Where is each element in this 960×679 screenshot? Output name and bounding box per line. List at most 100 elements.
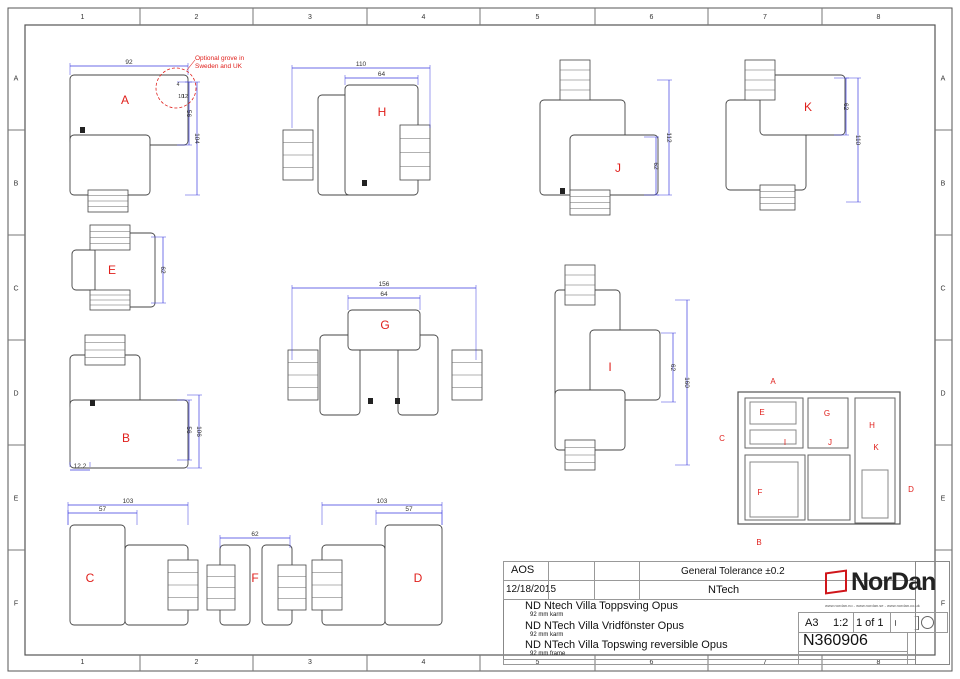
dimension-value: 110 xyxy=(356,61,367,68)
key-plan-sash xyxy=(744,454,806,521)
profile-outline xyxy=(589,329,661,401)
section-label: C xyxy=(86,571,95,585)
key-plan-label: K xyxy=(873,443,879,452)
dimension-value: 64 xyxy=(378,71,386,78)
key-plan-label: B xyxy=(756,538,761,547)
key-plan-sash xyxy=(807,454,851,521)
title-3: ND NTech Villa Topswing reversible Opus xyxy=(525,639,728,651)
tolerance: General Tolerance ±0.2 xyxy=(681,566,785,577)
annotation-text: Sweden and UK xyxy=(195,63,243,70)
drawing-date: 12/18/2015 xyxy=(506,584,557,595)
gasket xyxy=(560,188,565,194)
grid-column-label: 5 xyxy=(536,659,540,666)
grid-column-label: 3 xyxy=(308,659,312,666)
annotation-text: Optional grove in xyxy=(195,55,245,62)
dimension-value: 92 xyxy=(125,59,133,66)
key-plan-pane xyxy=(749,461,799,518)
grid-row-label: E xyxy=(14,496,19,503)
dimension-value: 62 xyxy=(652,162,659,170)
dimension-value: 62 xyxy=(159,266,166,274)
grid-column-label: 8 xyxy=(877,14,881,21)
grid-row-label: C xyxy=(940,286,945,293)
grid-column-label: 2 xyxy=(195,14,199,21)
profile-outline xyxy=(69,524,126,626)
key-plan-label: G xyxy=(824,409,830,418)
dimension-value: 103 xyxy=(377,498,388,505)
dimension-value: 160 xyxy=(683,377,690,388)
dimension-value: 10 xyxy=(178,94,184,100)
sheet-number: 1 of 1 xyxy=(856,617,884,629)
grid-row-label: F xyxy=(14,601,18,608)
gasket xyxy=(90,400,95,406)
profile-outline xyxy=(384,524,443,626)
dimension-value: 110 xyxy=(854,135,861,146)
key-plan-sash xyxy=(854,397,896,524)
grid-column-label: 1 xyxy=(81,14,85,21)
key-plan-label: A xyxy=(770,377,776,386)
section-label: K xyxy=(804,100,812,114)
paper-format: A3 xyxy=(805,617,819,629)
title-block: AOS 12/18/2015 General Tolerance ±0.2 NT… xyxy=(503,561,950,665)
grid-column-label: 8 xyxy=(877,659,881,666)
dimension-value: 57 xyxy=(99,506,107,513)
dimension-value: 106 xyxy=(195,426,202,437)
section-label: A xyxy=(121,93,129,107)
section-label: I xyxy=(608,360,611,374)
section-label: H xyxy=(378,105,387,119)
profile-outline xyxy=(69,399,189,469)
gasket xyxy=(395,398,400,404)
grid-column-label: 4 xyxy=(422,659,426,666)
grid-row-label: C xyxy=(13,286,18,293)
key-plan-pane xyxy=(861,469,889,519)
key-plan-label: J xyxy=(828,438,832,447)
key-plan-label: D xyxy=(908,485,914,494)
section-label: B xyxy=(122,431,130,445)
dimension-value: 103 xyxy=(123,498,134,505)
drawing-number: N360906 xyxy=(803,632,868,649)
grid-column-label: 3 xyxy=(308,14,312,21)
nordan-logo-icon xyxy=(825,569,847,595)
dimension-value: 62 xyxy=(842,103,849,111)
dimension-value: 62 xyxy=(669,364,676,372)
key-plan-frame xyxy=(737,391,901,525)
grid-column-label: 6 xyxy=(650,14,654,21)
subtitle-3: 92 mm frame xyxy=(530,651,566,657)
grid-row-label: F xyxy=(941,601,945,608)
section-label: F xyxy=(251,571,258,585)
brand-logo: NorDan xyxy=(851,568,936,596)
dimension-value: 56 xyxy=(185,426,192,434)
grid-row-label: D xyxy=(940,391,945,398)
key-plan-label: E xyxy=(759,408,764,417)
profile-outline xyxy=(319,334,361,416)
profile-outline xyxy=(69,134,151,196)
grid-row-label: E xyxy=(941,496,946,503)
section-label: E xyxy=(108,263,116,277)
section-label: D xyxy=(414,571,423,585)
product-name: NTech xyxy=(708,584,740,596)
profile-outline xyxy=(569,134,659,196)
dimension-value: 62 xyxy=(251,531,259,538)
profile-outline xyxy=(759,74,846,136)
projection-circle-icon xyxy=(921,616,934,629)
dimension-value: 156 xyxy=(379,281,390,288)
drawn-by: AOS xyxy=(511,564,535,576)
dimension-value: 112 xyxy=(665,132,672,143)
profile-outline xyxy=(69,74,189,146)
grid-column-label: 6 xyxy=(650,659,654,666)
grid-column-label: 7 xyxy=(763,14,767,21)
grid-column-label: 4 xyxy=(422,14,426,21)
profile-outline xyxy=(347,309,421,351)
grid-row-label: A xyxy=(941,76,946,83)
section-label: G xyxy=(380,318,389,332)
dimension-value: 104 xyxy=(193,133,200,144)
gasket xyxy=(80,127,85,133)
key-plan-label: H xyxy=(869,421,875,430)
dimension-value: 12 xyxy=(182,94,188,100)
key-plan-sash xyxy=(807,397,849,449)
scale: 1:2 xyxy=(833,617,849,629)
grid-column-label: 5 xyxy=(536,14,540,21)
subtitle-1: 92 mm karm xyxy=(530,612,564,618)
subtitle-2: 92 mm karm xyxy=(530,632,564,638)
dimension-value: 56 xyxy=(185,110,192,118)
key-plan-pane xyxy=(749,401,797,425)
